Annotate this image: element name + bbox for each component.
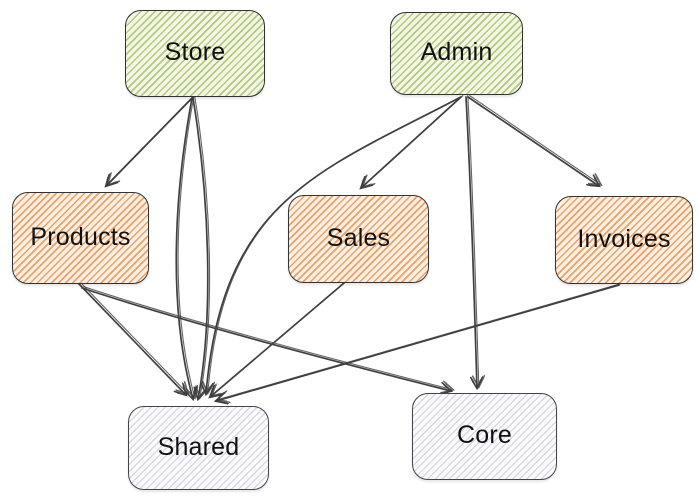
node-products-label: Products bbox=[30, 222, 131, 251]
edge-admin-invoices bbox=[467, 96, 599, 186]
edge-admin-core bbox=[465, 96, 477, 388]
node-invoices: Invoices bbox=[555, 196, 693, 284]
node-store-label: Store bbox=[164, 38, 226, 66]
node-invoices-label: Invoices bbox=[577, 224, 671, 253]
node-shared-label: Shared bbox=[157, 432, 240, 461]
edge-invoices-shared bbox=[216, 284, 620, 401]
node-store: Store bbox=[125, 10, 265, 97]
node-sales: Sales bbox=[288, 195, 429, 283]
edge-store-shared bbox=[175, 97, 193, 399]
node-core-label: Core bbox=[457, 421, 512, 449]
node-products: Products bbox=[12, 192, 149, 284]
node-admin-label: Admin bbox=[420, 38, 493, 66]
node-admin: Admin bbox=[390, 12, 523, 95]
node-sales-label: Sales bbox=[326, 223, 391, 252]
edge-products-shared bbox=[78, 283, 186, 395]
edge-store-shared-stroke2 bbox=[192, 97, 209, 399]
node-shared: Shared bbox=[128, 406, 269, 490]
edge-products-core bbox=[81, 287, 451, 391]
node-core: Core bbox=[412, 393, 557, 480]
